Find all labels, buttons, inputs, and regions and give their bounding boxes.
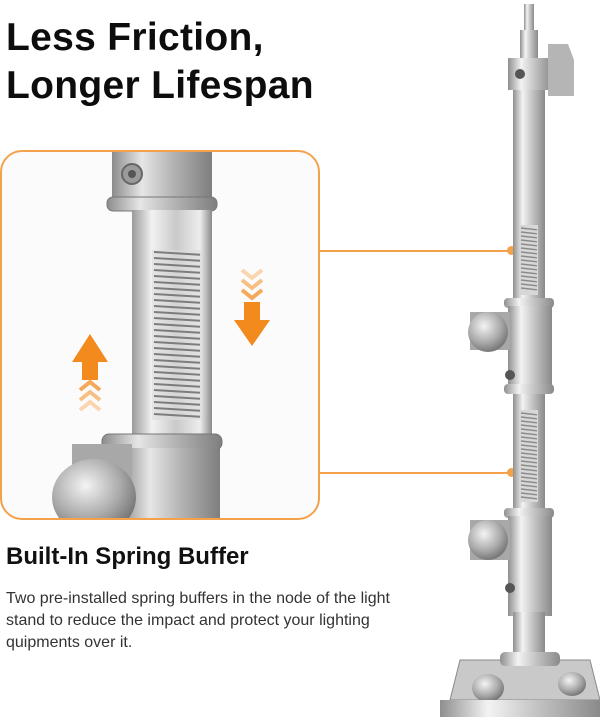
spring-coil (520, 247, 538, 251)
spring-coil (153, 383, 201, 388)
spring-coil (520, 263, 538, 267)
spring-coil (153, 377, 201, 382)
spring-coil (153, 389, 201, 394)
spring-coil (153, 335, 201, 340)
light-stand-illustration (440, 4, 600, 717)
callout-line-upper (320, 250, 510, 252)
spring-coil (520, 251, 538, 255)
feature-description: Two pre-installed spring buffers in the … (6, 590, 390, 651)
spring-coil (520, 440, 538, 444)
spring-coil (520, 492, 538, 496)
spring-coil (153, 287, 201, 292)
spring-coil (153, 263, 201, 268)
spring-coil (520, 464, 538, 468)
spring-coil (520, 279, 538, 283)
spring-coil (520, 484, 538, 488)
spring-coil (153, 299, 201, 304)
headline-line-2: Longer Lifespan (6, 64, 314, 107)
spring-coil (520, 436, 538, 440)
spring-coil (153, 365, 201, 370)
spring-coil (153, 359, 201, 364)
callout-dot-upper (507, 246, 516, 255)
spring-coil (520, 235, 538, 239)
spring-coil (153, 395, 201, 400)
spring-coil (520, 480, 538, 484)
spring-coil (520, 468, 538, 472)
spring-coil (153, 275, 201, 280)
spring-coil (153, 353, 201, 358)
spring-coil (520, 271, 538, 275)
spring-coil (520, 267, 538, 271)
spring-coil (153, 293, 201, 298)
spring-coil (153, 269, 201, 274)
spring-coil (520, 456, 538, 460)
spring-coil (520, 275, 538, 279)
spring-coil (520, 496, 538, 500)
spring-coil (520, 460, 538, 464)
spring-coil (520, 227, 538, 231)
spring-coil (520, 259, 538, 263)
spring-coil (520, 428, 538, 432)
callout-line-lower (320, 472, 510, 474)
spring-coil (520, 452, 538, 456)
spring-coil (520, 231, 538, 235)
spring-coil (153, 323, 201, 328)
spring-coil (520, 416, 538, 420)
spring-coil (520, 472, 538, 476)
callout-dot-lower (507, 468, 516, 477)
spring-coil (153, 347, 201, 352)
spring-coil (520, 255, 538, 259)
spring-coil (520, 412, 538, 416)
spring-coil (153, 329, 201, 334)
feature-title: Built-In Spring Buffer (6, 543, 249, 570)
spring-coil (520, 476, 538, 480)
spring-coil (520, 420, 538, 424)
spring-coil (153, 407, 201, 412)
spring-coil (520, 287, 538, 291)
down-arrow-icon (234, 268, 270, 346)
spring-coil (520, 432, 538, 436)
spring-coil (520, 444, 538, 448)
spring-coil (153, 311, 201, 316)
spring-coil (153, 281, 201, 286)
spring-coil (153, 317, 201, 322)
spring-coil (520, 424, 538, 428)
spring-coil (520, 283, 538, 287)
spring-coil (153, 251, 201, 256)
spring-coil (153, 371, 201, 376)
spring-coil (153, 401, 201, 406)
headline-line-1: Less Friction, (6, 16, 264, 59)
spring-coil (153, 257, 201, 262)
spring-coil (153, 305, 201, 310)
spring-coil (520, 243, 538, 247)
spring-coil (520, 488, 538, 492)
spring-coil (520, 448, 538, 452)
spring-coil (153, 413, 201, 418)
spring-detail-panel (0, 150, 320, 520)
spring-closeup-illustration (52, 152, 270, 518)
headline: Less Friction, Longer Lifespan (6, 14, 314, 110)
spring-coil (520, 239, 538, 243)
spring-coil (153, 341, 201, 346)
up-arrow-icon (72, 334, 108, 412)
